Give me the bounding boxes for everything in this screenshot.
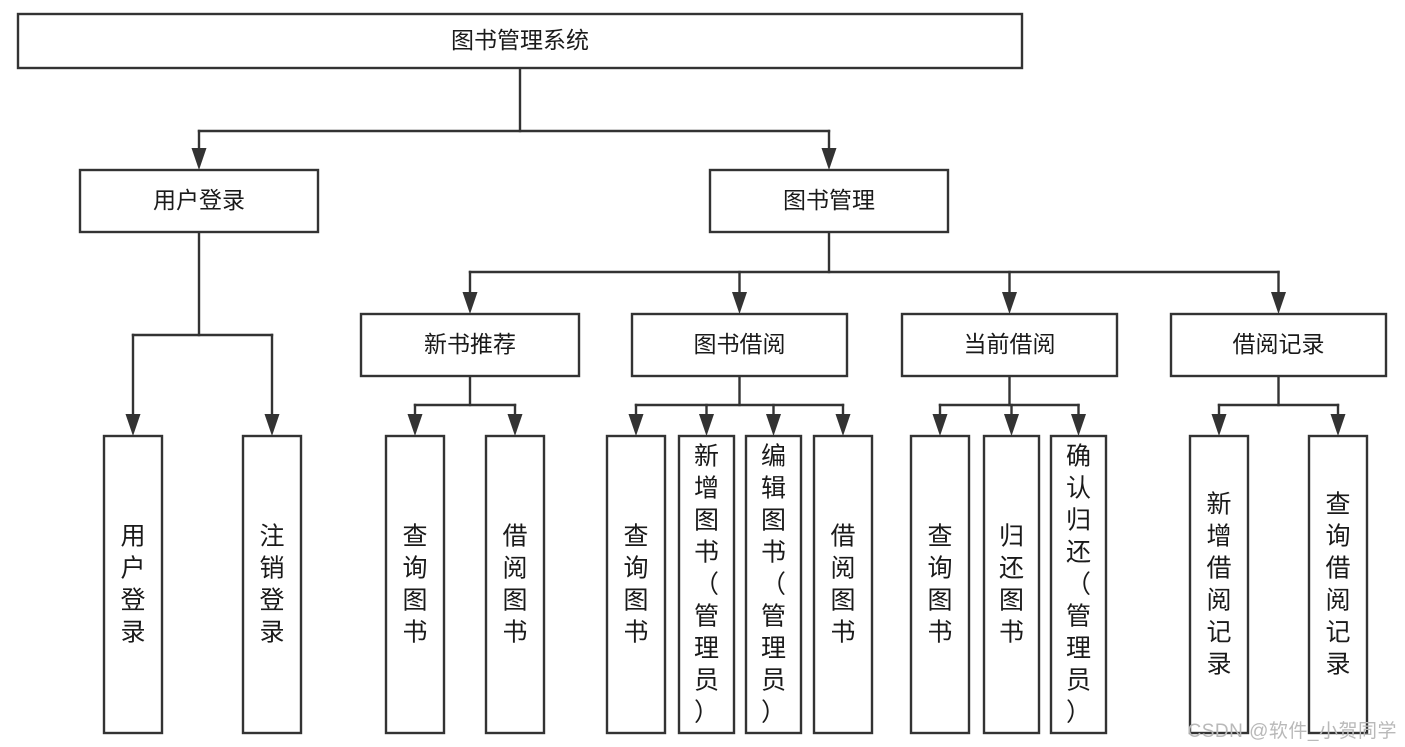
node-root[interactable]: 图书管理系统 xyxy=(16,12,1024,70)
node-box-root xyxy=(16,12,1024,70)
edge-group-bookmgmt xyxy=(462,230,1286,314)
node-box-leaf-rec-query xyxy=(1307,434,1369,735)
node-label-leaf-cur-confirm: 确认归还（管理员） xyxy=(1066,443,1091,727)
node-newbook[interactable]: 新书推荐 xyxy=(359,312,581,378)
node-leaf-bo-add[interactable]: 新增图书（管理员） xyxy=(677,434,736,735)
node-box-leaf-nb-query xyxy=(384,434,446,735)
node-leaf-user-logout[interactable]: 注销登录 xyxy=(241,434,303,735)
node-leaf-rec-add[interactable]: 新增借阅记录 xyxy=(1188,434,1250,735)
edge-group-current xyxy=(932,374,1086,436)
connector-layer xyxy=(125,66,1346,436)
node-box-leaf-cur-return xyxy=(982,434,1041,735)
node-leaf-cur-query[interactable]: 查询图书 xyxy=(909,434,971,735)
node-leaf-cur-confirm[interactable]: 确认归还（管理员） xyxy=(1049,434,1108,735)
node-label-leaf-nb-borrow: 借阅图书 xyxy=(502,523,527,647)
node-label-leaf-bo-query: 查询图书 xyxy=(623,523,648,647)
node-label-bookmgmt: 图书管理 xyxy=(783,187,875,213)
node-leaf-bo-lend[interactable]: 借阅图书 xyxy=(812,434,874,735)
node-box-newbook xyxy=(359,312,581,378)
node-box-leaf-user-logout xyxy=(241,434,303,735)
node-label-newbook: 新书推荐 xyxy=(424,331,516,357)
node-leaf-bo-edit[interactable]: 编辑图书（管理员） xyxy=(744,434,803,735)
node-label-borrow: 图书借阅 xyxy=(694,331,786,357)
node-leaf-rec-query[interactable]: 查询借阅记录 xyxy=(1307,434,1369,735)
node-leaf-nb-query[interactable]: 查询图书 xyxy=(384,434,446,735)
node-label-leaf-bo-edit: 编辑图书（管理员） xyxy=(761,443,786,727)
node-records[interactable]: 借阅记录 xyxy=(1169,312,1388,378)
node-leaf-cur-return[interactable]: 归还图书 xyxy=(982,434,1041,735)
node-label-leaf-bo-add: 新增图书（管理员） xyxy=(694,443,719,727)
node-label-leaf-cur-query: 查询图书 xyxy=(927,523,952,647)
node-label-leaf-rec-query: 查询借阅记录 xyxy=(1325,491,1350,679)
edge-group-records xyxy=(1211,374,1346,436)
node-box-leaf-cur-confirm xyxy=(1049,434,1108,735)
node-label-root: 图书管理系统 xyxy=(451,27,589,53)
node-login[interactable]: 用户登录 xyxy=(78,168,320,234)
node-box-leaf-bo-query xyxy=(605,434,667,735)
node-box-leaf-cur-query xyxy=(909,434,971,735)
edge-group-login xyxy=(125,230,280,436)
node-box-leaf-nb-borrow xyxy=(484,434,546,735)
node-box-records xyxy=(1169,312,1388,378)
node-layer: 图书管理系统用户登录图书管理新书推荐图书借阅当前借阅借阅记录用户登录注销登录查询… xyxy=(16,12,1388,735)
node-label-leaf-user-login: 用户登录 xyxy=(120,523,145,647)
node-label-login: 用户登录 xyxy=(153,187,245,213)
node-label-records: 借阅记录 xyxy=(1233,331,1325,357)
node-borrow[interactable]: 图书借阅 xyxy=(630,312,849,378)
node-box-bookmgmt xyxy=(708,168,950,234)
csdn-watermark: CSDN @软件_小贺同学 xyxy=(1187,721,1397,742)
node-leaf-nb-borrow[interactable]: 借阅图书 xyxy=(484,434,546,735)
node-current[interactable]: 当前借阅 xyxy=(900,312,1119,378)
node-label-leaf-nb-query: 查询图书 xyxy=(402,523,427,647)
node-bookmgmt[interactable]: 图书管理 xyxy=(708,168,950,234)
node-box-leaf-bo-add xyxy=(677,434,736,735)
node-label-leaf-cur-return: 归还图书 xyxy=(999,523,1024,647)
node-box-borrow xyxy=(630,312,849,378)
node-box-leaf-user-login xyxy=(102,434,164,735)
node-label-current: 当前借阅 xyxy=(964,331,1056,357)
node-box-leaf-rec-add xyxy=(1188,434,1250,735)
node-box-login xyxy=(78,168,320,234)
node-leaf-user-login[interactable]: 用户登录 xyxy=(102,434,164,735)
edge-group-root xyxy=(191,66,837,170)
node-leaf-bo-query[interactable]: 查询图书 xyxy=(605,434,667,735)
node-box-current xyxy=(900,312,1119,378)
node-label-leaf-bo-lend: 借阅图书 xyxy=(830,523,855,647)
node-box-leaf-bo-lend xyxy=(812,434,874,735)
edge-group-newbook xyxy=(407,374,523,436)
node-label-leaf-rec-add: 新增借阅记录 xyxy=(1206,491,1231,679)
edge-group-borrow xyxy=(628,374,851,436)
node-label-leaf-user-logout: 注销登录 xyxy=(259,523,284,647)
node-box-leaf-bo-edit xyxy=(744,434,803,735)
